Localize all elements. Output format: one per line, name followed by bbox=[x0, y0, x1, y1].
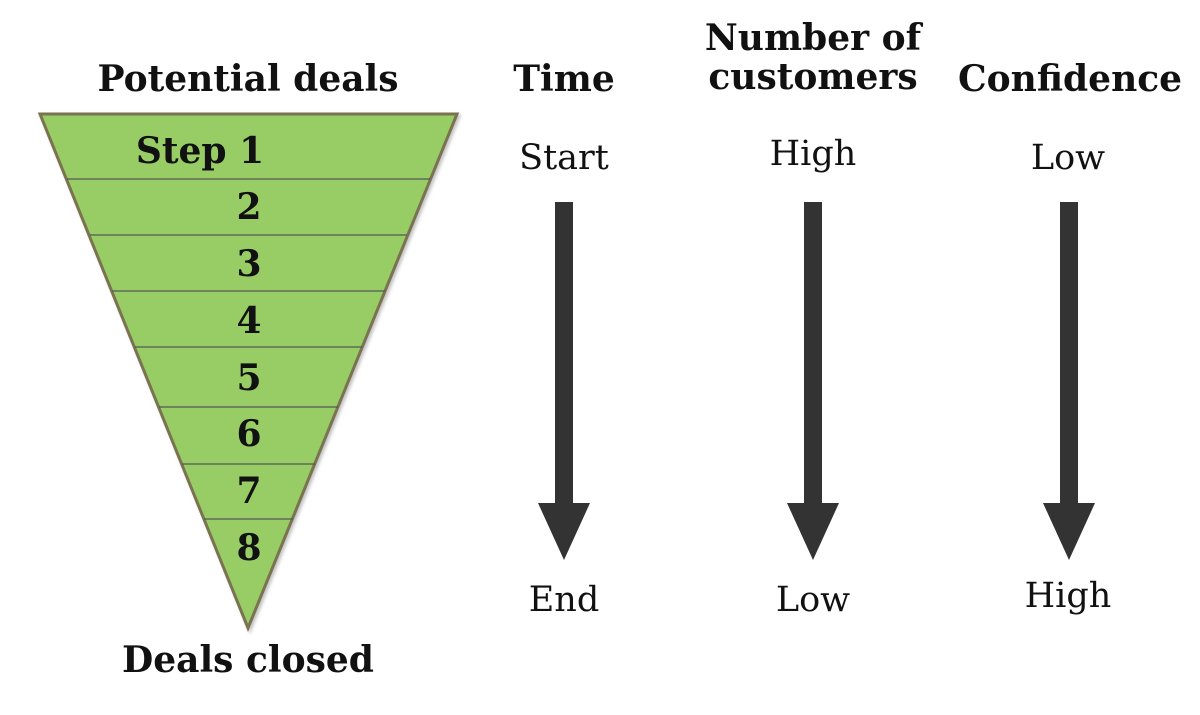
funnel-footer: Deals closed bbox=[122, 639, 374, 681]
funnel-level-label: 3 bbox=[236, 243, 262, 285]
funnel-level-label: 4 bbox=[236, 300, 262, 342]
column-bottom-value: High bbox=[1024, 576, 1112, 616]
column-bottom-value: Low bbox=[775, 580, 851, 620]
funnel-title: Potential deals bbox=[97, 58, 399, 100]
funnel-level-label: 5 bbox=[236, 357, 262, 399]
column-title-line: customers bbox=[708, 56, 918, 98]
column-title-customers: Number of customers bbox=[673, 19, 953, 97]
funnel-triangle bbox=[37, 112, 460, 632]
column-title-time: Time bbox=[513, 58, 615, 100]
column-bottom-value: End bbox=[528, 580, 600, 620]
column-title-confidence: Confidence bbox=[958, 58, 1183, 100]
column-top-value: High bbox=[769, 134, 857, 174]
funnel-level-label: Step 1 bbox=[135, 130, 265, 172]
down-arrow-icon bbox=[787, 202, 839, 560]
funnel-level-label: 6 bbox=[236, 413, 262, 455]
column-top-value: Start bbox=[519, 138, 609, 178]
funnel-level-label: 7 bbox=[236, 470, 262, 512]
funnel-level-label: 8 bbox=[236, 527, 262, 569]
column-top-value: Low bbox=[1030, 138, 1106, 178]
column-title-line: Number of bbox=[704, 17, 922, 59]
down-arrow-icon bbox=[1043, 202, 1095, 560]
funnel-level-label: 2 bbox=[236, 186, 262, 228]
down-arrow-icon bbox=[538, 202, 590, 560]
